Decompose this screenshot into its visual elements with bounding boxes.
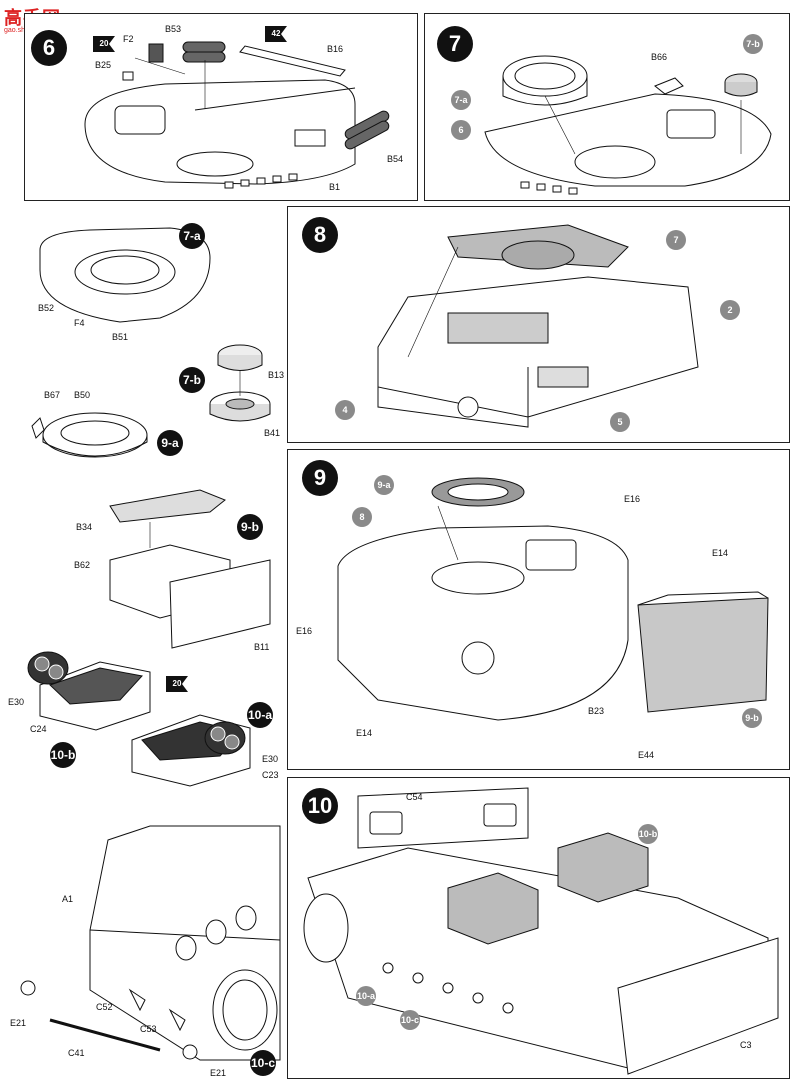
step-9-number: 9 xyxy=(302,460,338,496)
label-a1: A1 xyxy=(62,894,74,904)
label-e30-10a: E30 xyxy=(262,754,279,764)
label-b54: B54 xyxy=(387,154,404,164)
step-8-panel: 8 7 2 4 5 xyxy=(287,206,790,443)
label-b13: B13 xyxy=(268,370,285,380)
step-9-panel: 9 9-a 8 E16 E14 E16 B23 E14 E44 9-b xyxy=(287,449,790,770)
subassembly-8-badge: 8 xyxy=(352,507,372,527)
drawing-9b xyxy=(109,489,271,649)
label-c54: C54 xyxy=(406,792,423,802)
label-b67: B67 xyxy=(44,390,61,400)
subassembly-4-badge: 4 xyxy=(335,400,355,420)
label-c24: C24 xyxy=(30,724,47,734)
label-e21-left: E21 xyxy=(10,1018,27,1028)
label-b51: B51 xyxy=(112,332,129,342)
drawing-7a xyxy=(39,227,211,323)
badge-20-star: 20 xyxy=(93,36,115,52)
label-b50: B50 xyxy=(74,390,91,400)
label-b25: B25 xyxy=(95,60,112,70)
subassembly-9b-tag: 9-b xyxy=(237,514,263,540)
label-e30-10b: E30 xyxy=(8,697,25,707)
subassembly-9a-tag: 9-a xyxy=(157,430,183,456)
subassembly-10a-tag: 10-a xyxy=(247,702,273,728)
drawing-7b xyxy=(209,344,271,422)
subassembly-7b-badge: 7-b xyxy=(743,34,763,54)
step-10-panel: 10 C54 10-b 10-a 10-c C3 xyxy=(287,777,790,1079)
subassembly-7b-tag: 7-b xyxy=(179,367,205,393)
drawing-10c xyxy=(20,825,281,1061)
label-b41: B41 xyxy=(264,428,281,438)
subassembly-10a-badge: 10-a xyxy=(356,986,376,1006)
step-7-number: 7 xyxy=(437,26,473,62)
step-9-drawing xyxy=(337,477,769,721)
step-6-drawing xyxy=(84,41,390,189)
subassembly-10b-badge: 10-b xyxy=(638,824,658,844)
subassembly-2-badge: 2 xyxy=(720,300,740,320)
label-c23: C23 xyxy=(262,770,279,780)
label-e14-bottom: E14 xyxy=(356,728,373,738)
subassembly-7a-badge: 7-a xyxy=(451,90,471,110)
subassembly-5-badge: 5 xyxy=(610,412,630,432)
label-b53: B53 xyxy=(165,24,182,34)
label-e21-right: E21 xyxy=(210,1068,227,1078)
label-c53: C53 xyxy=(140,1024,157,1034)
drawing-9a xyxy=(31,412,148,458)
drawing-10a xyxy=(131,714,251,787)
step-10-drawing xyxy=(303,787,779,1075)
label-e44: E44 xyxy=(638,750,655,760)
label-b23: B23 xyxy=(588,706,605,716)
step-10-number: 10 xyxy=(302,788,338,824)
label-f4: F4 xyxy=(74,318,85,328)
label-f2: F2 xyxy=(123,34,134,44)
badge-20-star-10a: 20 xyxy=(166,676,188,692)
subassembly-7a-tag: 7-a xyxy=(179,223,205,249)
drawing-10b xyxy=(27,651,151,731)
label-c41: C41 xyxy=(68,1048,85,1058)
label-b34: B34 xyxy=(76,522,93,532)
label-b16: B16 xyxy=(327,44,344,54)
subassembly-9a-badge: 9-a xyxy=(374,475,394,495)
label-b66: B66 xyxy=(651,52,668,62)
subassembly-7-badge: 7 xyxy=(666,230,686,250)
subassembly-10c-tag: 10-c xyxy=(250,1050,276,1076)
label-e14-right: E14 xyxy=(712,548,729,558)
badge-42-star: 42 xyxy=(265,26,287,42)
step-7-panel: 7 B66 7-b 7-a 6 xyxy=(424,13,790,201)
step-6-panel: 6 20 42 F2 B25 B53 B16 B54 B1 xyxy=(24,13,418,201)
label-b11: B11 xyxy=(254,642,270,652)
label-e16-left: E16 xyxy=(296,626,313,636)
label-c3: C3 xyxy=(740,1040,752,1050)
left-column-drawings xyxy=(20,227,281,1061)
subassembly-10c-badge: 10-c xyxy=(400,1010,420,1030)
subassembly-9b-badge: 9-b xyxy=(742,708,762,728)
label-c52: C52 xyxy=(96,1002,113,1012)
label-b1: B1 xyxy=(329,182,341,192)
step-6-number: 6 xyxy=(31,30,67,66)
label-b62: B62 xyxy=(74,560,91,570)
subassembly-10b-tag: 10-b xyxy=(50,742,76,768)
label-e16-top: E16 xyxy=(624,494,641,504)
subassembly-6-badge: 6 xyxy=(451,120,471,140)
label-b52: B52 xyxy=(38,303,55,313)
step-8-number: 8 xyxy=(302,217,338,253)
step-8-drawing xyxy=(377,224,699,428)
step-7-drawing xyxy=(484,55,772,195)
